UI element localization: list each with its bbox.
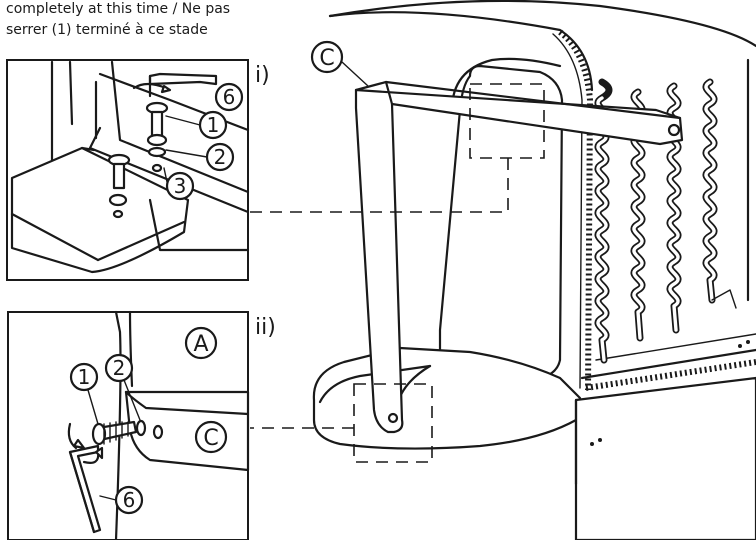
svg-text:i): i): [255, 63, 270, 88]
svg-text:6: 6: [123, 488, 136, 512]
svg-text:2: 2: [113, 356, 126, 380]
panel-ii: A C 1 2 6 ii): [7, 310, 276, 540]
callout-markers: [250, 83, 545, 463]
instruction-caption-line-1: completely at this time / Ne pas: [6, 1, 231, 17]
svg-text:1: 1: [78, 365, 91, 389]
instruction-caption-line-2: serrer (1) terminé à ce stade: [6, 22, 208, 38]
svg-text:A: A: [193, 332, 208, 357]
chair-illustration: [312, 0, 756, 540]
svg-text:1: 1: [207, 113, 220, 137]
svg-text:2: 2: [214, 145, 227, 169]
part-c-label-main: C: [310, 40, 369, 87]
svg-text:6: 6: [223, 85, 236, 109]
svg-text:3: 3: [174, 174, 187, 198]
svg-text:C: C: [203, 426, 218, 451]
panel-i: 6 1 2 3 i): [6, 59, 270, 281]
svg-text:ii): ii): [255, 315, 276, 340]
svg-text:C: C: [319, 46, 334, 71]
